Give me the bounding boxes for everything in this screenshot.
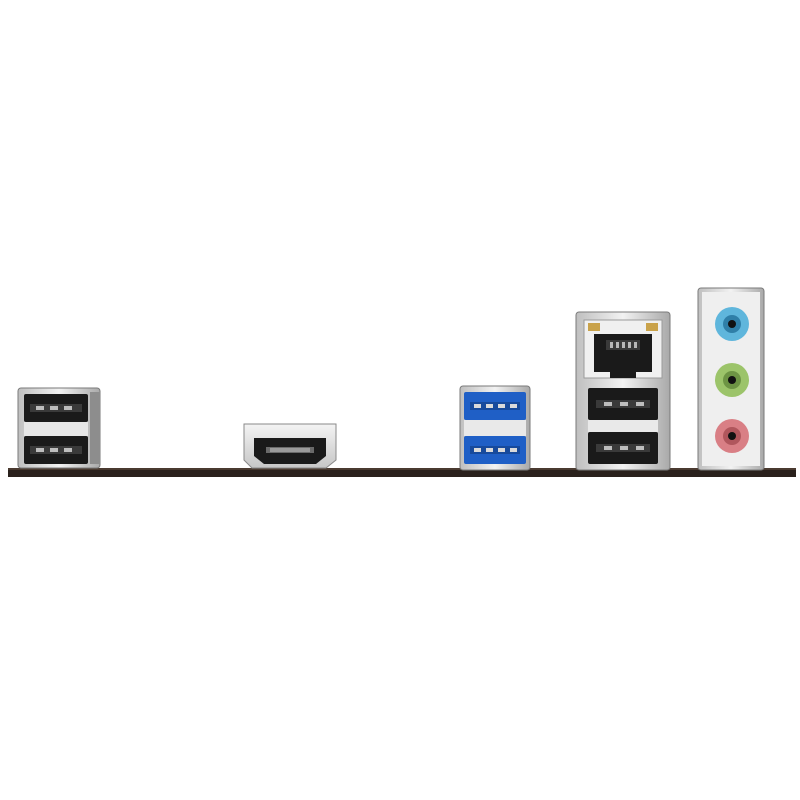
usb2-stack bbox=[17, 387, 101, 469]
usb3-stack bbox=[459, 385, 531, 471]
hdmi-icon bbox=[254, 438, 326, 464]
usb-icon bbox=[464, 436, 526, 464]
lan-usb-stack bbox=[575, 311, 671, 471]
audio-jack-icon bbox=[715, 419, 749, 453]
audio-jack-icon bbox=[715, 363, 749, 397]
usb-icon bbox=[588, 432, 658, 464]
audio-stack bbox=[697, 287, 765, 471]
ethernet-icon bbox=[583, 319, 663, 379]
pcb-edge bbox=[8, 468, 796, 477]
usb-icon bbox=[464, 392, 526, 420]
audio-jack-icon bbox=[715, 307, 749, 341]
hdmi-port bbox=[243, 423, 337, 469]
usb-icon bbox=[588, 388, 658, 420]
usb-icon bbox=[24, 394, 88, 422]
usb-icon bbox=[24, 436, 88, 464]
